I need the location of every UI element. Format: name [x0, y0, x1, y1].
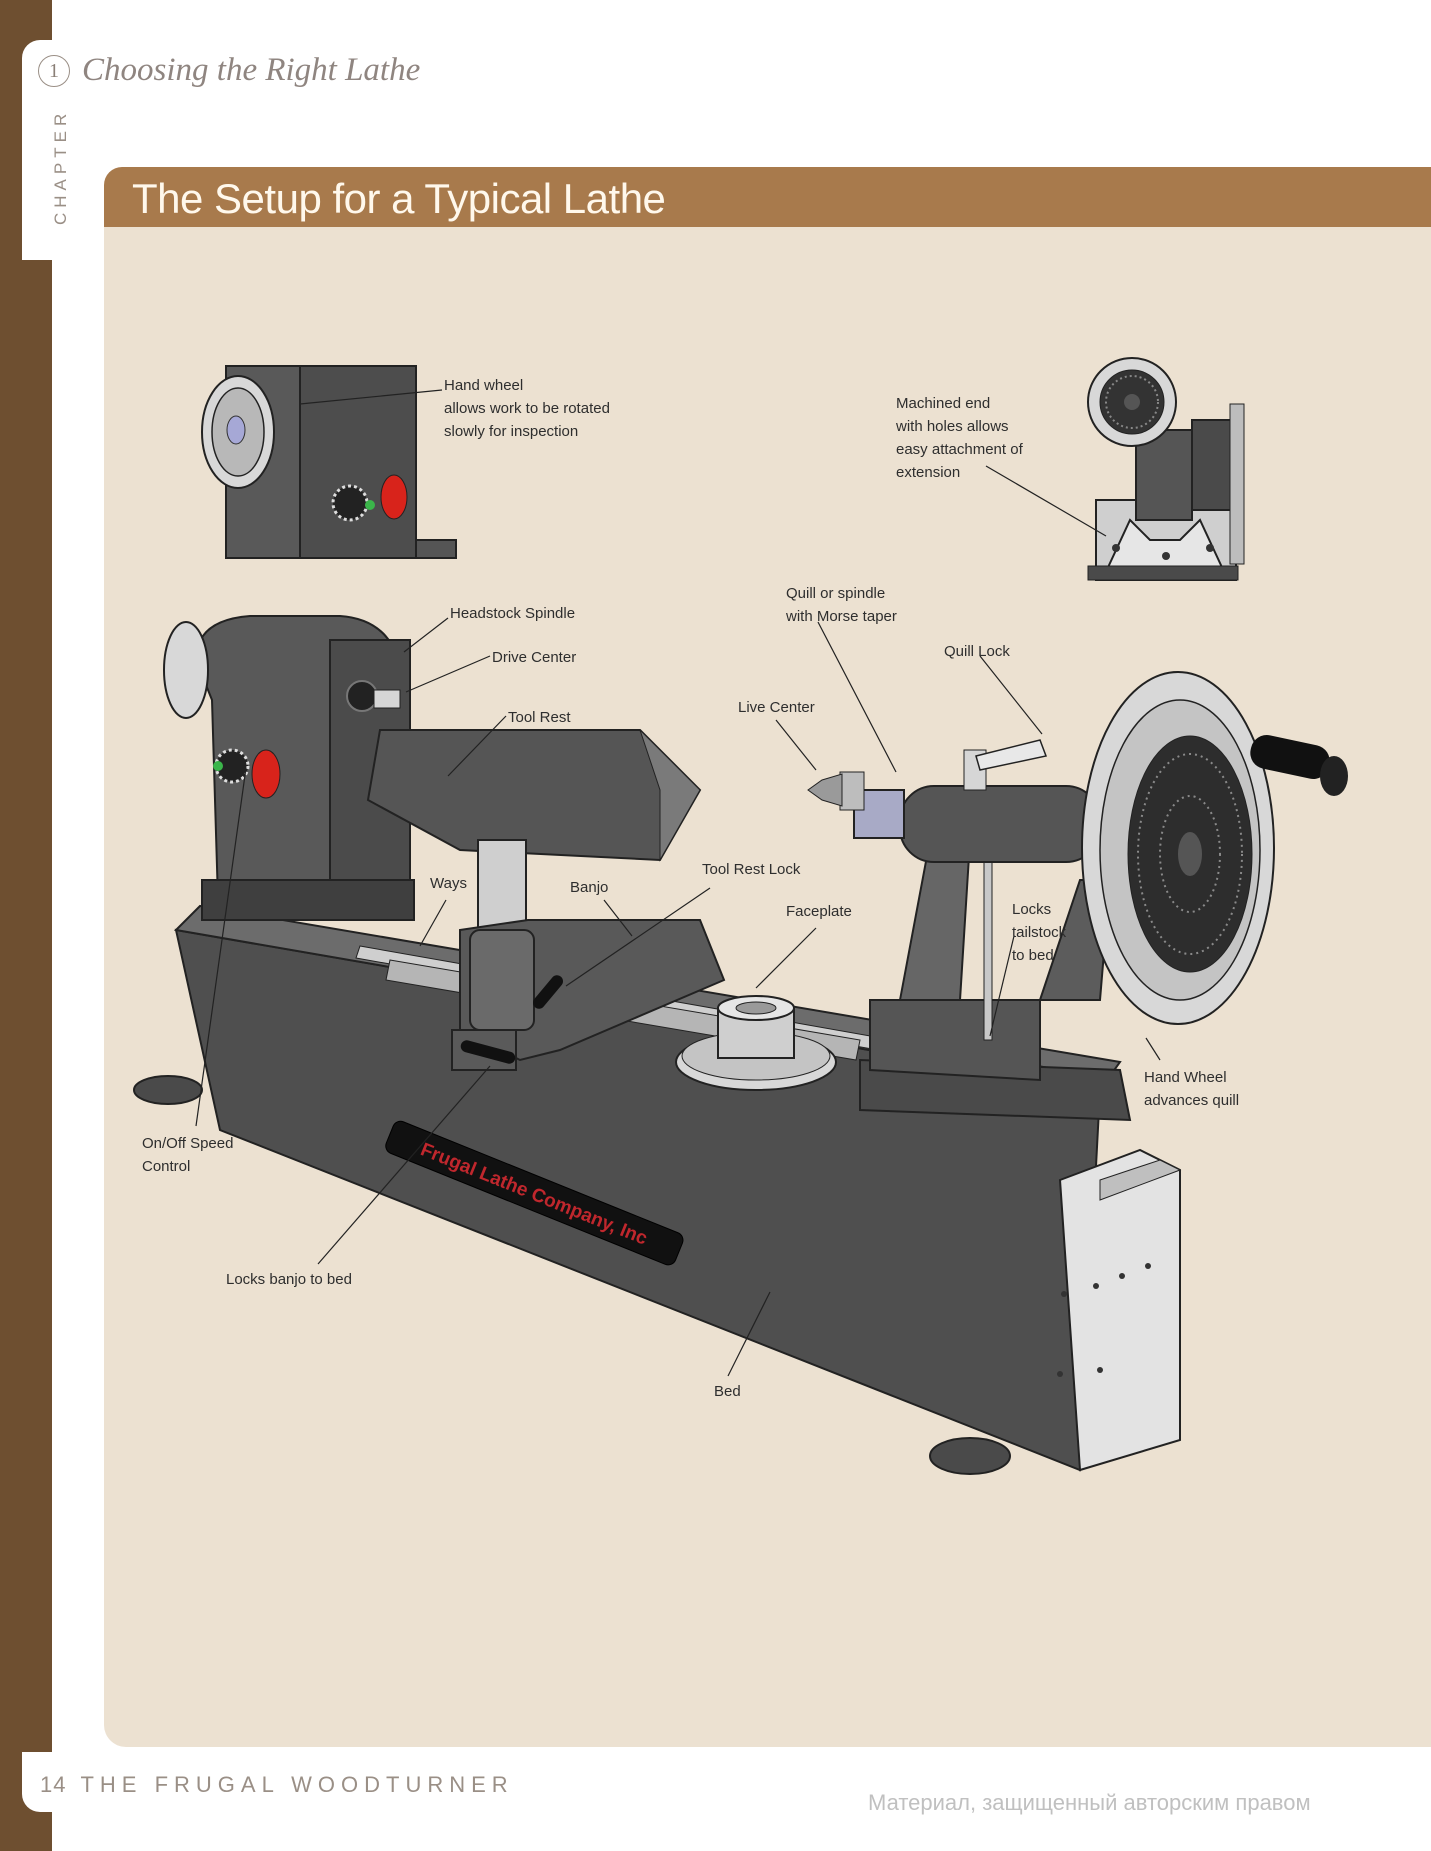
- callout-quill-lock: Quill Lock: [944, 643, 1010, 660]
- chapter-title: Choosing the Right Lathe: [82, 52, 421, 88]
- callout-tool-rest: Tool Rest: [508, 709, 571, 726]
- callout-ways: Ways: [430, 875, 467, 892]
- callout-on-off-speed: On/Off Speed Control: [142, 1135, 234, 1175]
- callout-leaders: [195, 389, 1161, 1377]
- machined-end-inset: [1087, 357, 1245, 581]
- callout-quill-morse-taper: Quill or spindle with Morse taper: [786, 585, 897, 625]
- copyright-watermark: Материал, защищенный авторским правом: [868, 1790, 1311, 1815]
- callout-locks-tailstock: Locks tailstock to bed: [1012, 901, 1067, 964]
- callout-faceplate: Faceplate: [786, 903, 852, 920]
- figure-title-bar: The Setup for a Typical Lathe: [104, 167, 1431, 227]
- callout-locks-banjo: Locks banjo to bed: [226, 1271, 352, 1288]
- chapter-number: 1: [38, 55, 70, 87]
- figure-title: The Setup for a Typical Lathe: [132, 175, 666, 222]
- side-band: [0, 0, 52, 1851]
- callout-hand-wheel-quill: Hand Wheel advances quill: [1144, 1069, 1240, 1109]
- callout-hand-wheel-inspection: Hand wheel allows work to be rotated slo…: [444, 377, 610, 440]
- callout-headstock-spindle: Headstock Spindle: [450, 605, 576, 622]
- callout-live-center: Live Center: [738, 699, 815, 716]
- book-title: THE FRUGAL WOODTURNER: [80, 1772, 514, 1797]
- callout-machined-end: Machined end with holes allows easy atta…: [896, 395, 1023, 481]
- headstock-detail-inset: [201, 365, 457, 559]
- main-lathe: Frugal Lathe Company, Inc: [133, 615, 1348, 1475]
- page-number: 14: [40, 1772, 67, 1797]
- callout-tool-rest-lock: Tool Rest Lock: [702, 861, 801, 878]
- callout-drive-center: Drive Center: [492, 649, 577, 666]
- page-folio: 14 THE FRUGAL WOODTURNER: [40, 1772, 514, 1798]
- side-band-foot: [22, 1752, 52, 1812]
- callout-bed: Bed: [714, 1383, 741, 1400]
- callout-banjo: Banjo: [570, 879, 609, 896]
